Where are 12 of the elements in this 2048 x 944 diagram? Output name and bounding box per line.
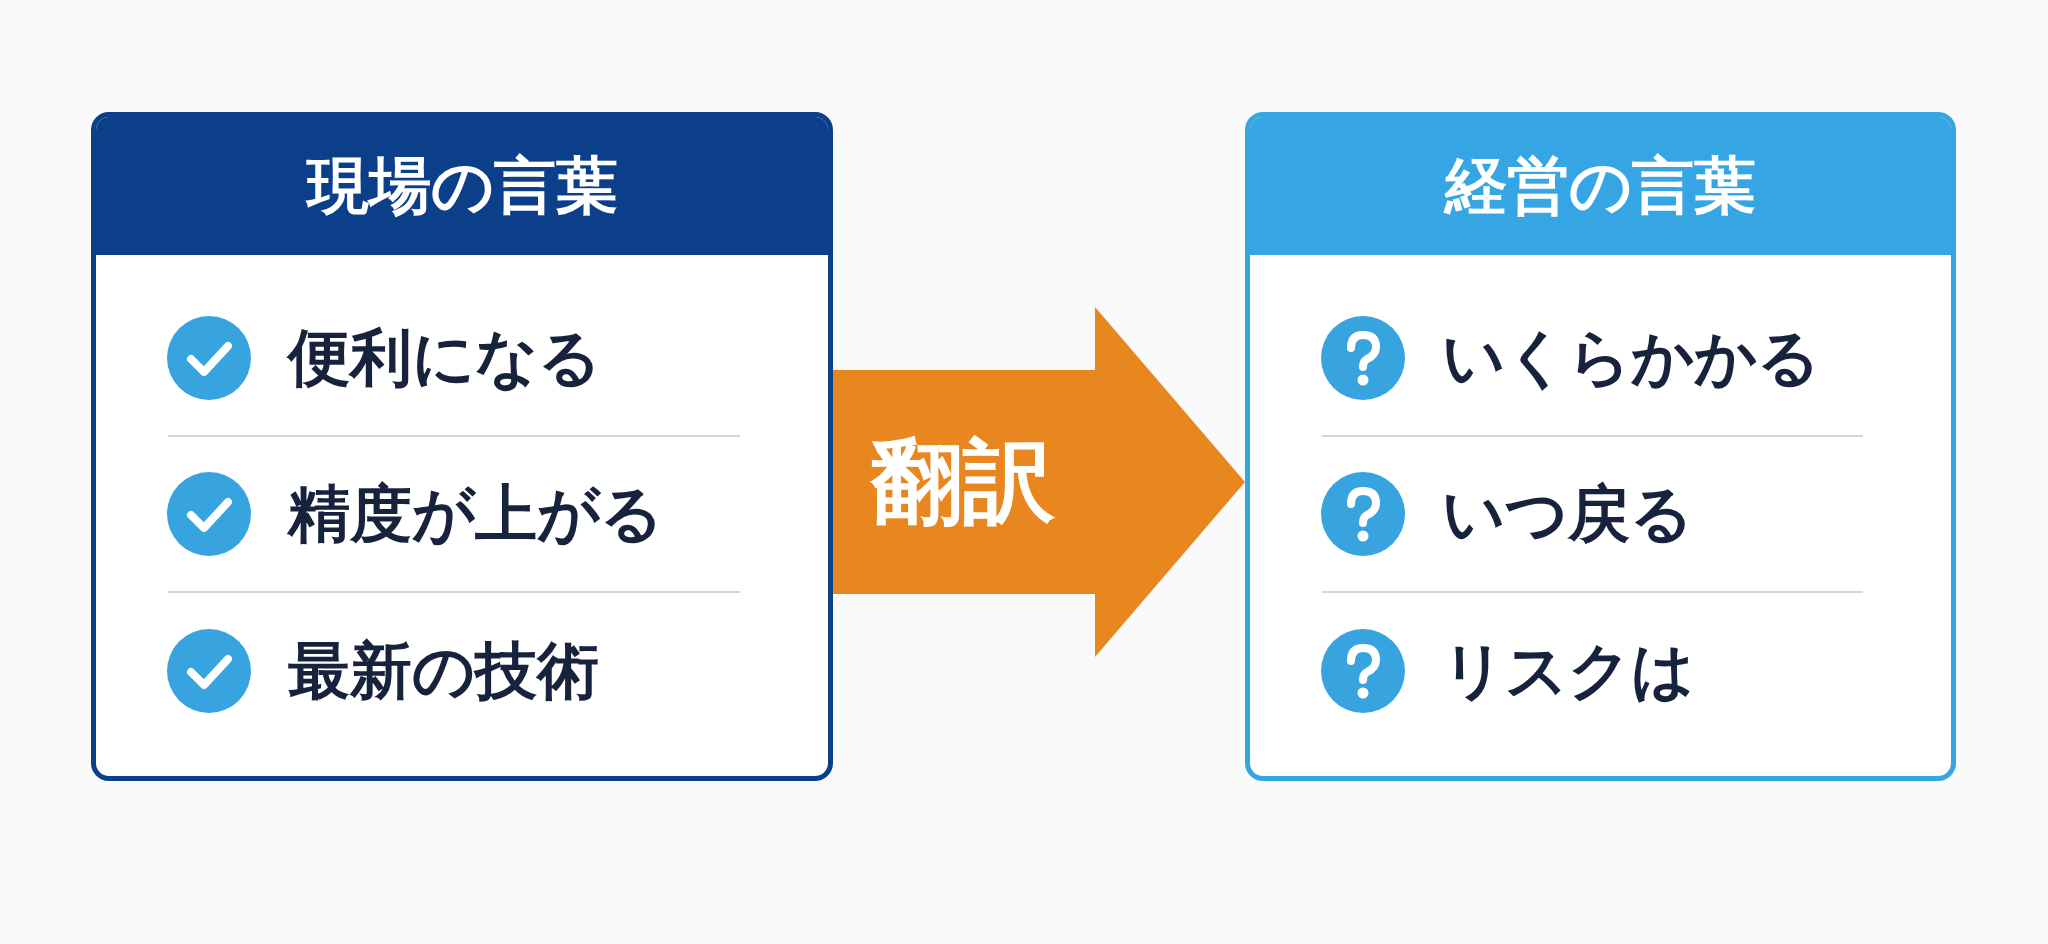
list-card: [91, 112, 833, 781]
block-arrow: [833, 307, 1245, 657]
edge-label: 翻訳: [871, 427, 1055, 537]
list-item-text: いくらかかる: [1442, 320, 1820, 396]
list-item-text: 便利になる: [288, 320, 601, 396]
card-header: 経営の言葉: [1250, 117, 1951, 255]
list-item-text: いつ戻る: [1442, 476, 1693, 552]
list-item-text: 精度が上がる: [288, 476, 663, 552]
list-item-text: 最新の技術: [288, 633, 599, 709]
list-card: [1245, 112, 1956, 781]
list-item-text: リスクは: [1442, 633, 1694, 709]
card-header: 現場の言葉: [96, 117, 828, 255]
